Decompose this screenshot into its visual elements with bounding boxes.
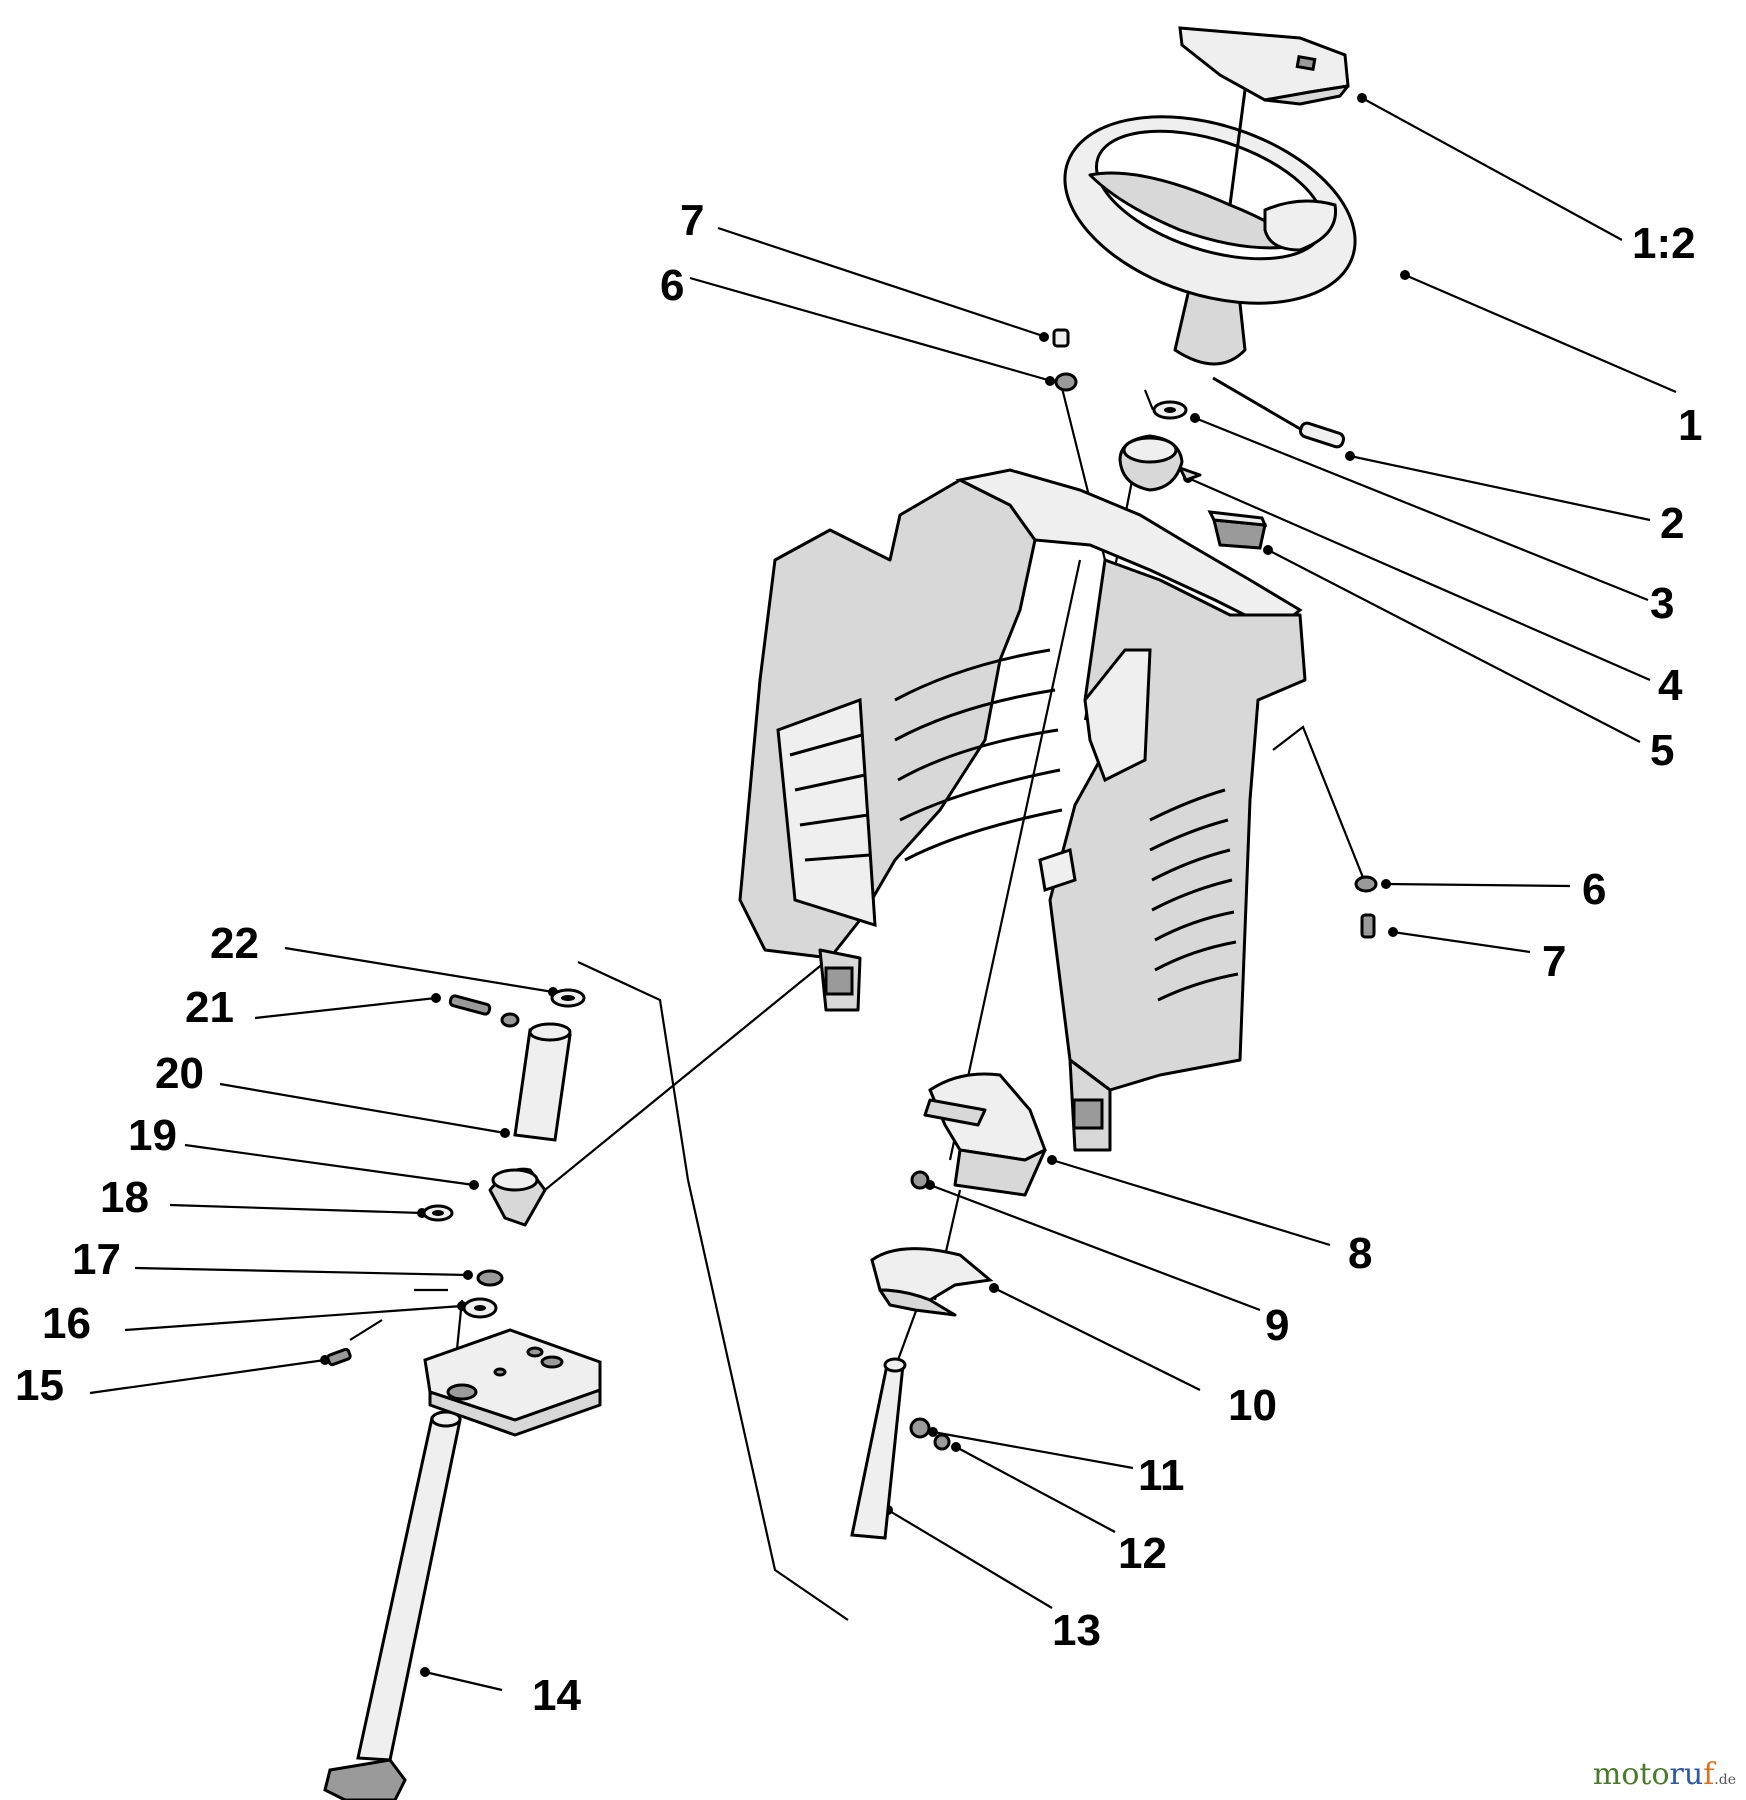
callout-4: 4	[1658, 661, 1683, 710]
steering-wheel-cap	[1178, 26, 1350, 106]
watermark-tld: .de	[1714, 1772, 1736, 1788]
callout-22: 22	[210, 919, 259, 968]
ring	[550, 988, 586, 1008]
callout-14: 14	[532, 1671, 581, 1720]
watermark-part-a: moto	[1592, 1757, 1670, 1792]
callout-6-right: 6	[1582, 865, 1606, 914]
washer	[1152, 400, 1188, 420]
callout-1-2: 1:2	[1632, 219, 1696, 268]
callout-12: 12	[1118, 1529, 1167, 1578]
callout-2: 2	[1660, 499, 1684, 548]
screw-right	[1360, 913, 1376, 939]
callout-1: 1	[1678, 401, 1702, 450]
nut	[910, 1170, 930, 1190]
callout-21: 21	[185, 983, 234, 1032]
lock-washer	[1054, 372, 1078, 392]
callout-15: 15	[15, 1361, 64, 1410]
callout-9: 9	[1265, 1301, 1289, 1350]
callout-8: 8	[1348, 1229, 1372, 1278]
callout-3: 3	[1650, 579, 1674, 628]
steering-tower-shroud	[738, 468, 1307, 1152]
lock-nut	[933, 1433, 951, 1451]
lock-washer-right	[1354, 875, 1378, 893]
cover	[870, 1247, 994, 1317]
callout-6: 6	[660, 261, 684, 310]
washer-left	[422, 1204, 454, 1222]
steering-shaft	[323, 1410, 462, 1800]
mounting-plate	[423, 1328, 602, 1437]
callout-10: 10	[1228, 1381, 1277, 1430]
fastener	[448, 994, 520, 1028]
roll-pin	[1212, 376, 1346, 449]
callout-20: 20	[155, 1049, 204, 1098]
bushing	[462, 1297, 498, 1319]
watermark-part-b: ru	[1669, 1757, 1704, 1792]
callout-17: 17	[72, 1235, 121, 1284]
watermark-logo: motoruf.de	[1593, 1757, 1736, 1792]
callout-11: 11	[1138, 1451, 1185, 1500]
callout-18: 18	[100, 1173, 149, 1222]
callout-labels: 1:2 1 2 3 4 5 6 7 6 7 8 9 10 11 12 13 14…	[15, 196, 1702, 1720]
switch	[1207, 510, 1268, 550]
pivot-tube	[513, 1022, 572, 1142]
shaft	[850, 1357, 907, 1540]
callout-5: 5	[1650, 726, 1674, 775]
watermark-part-c: f	[1703, 1757, 1715, 1792]
flange-bolt	[326, 1347, 352, 1367]
bearing	[488, 1167, 547, 1227]
callout-7: 7	[680, 196, 704, 245]
steering-wheel	[1063, 89, 1357, 366]
callout-13: 13	[1052, 1606, 1101, 1655]
bolt	[909, 1417, 931, 1439]
bushing-housing	[1118, 434, 1202, 492]
spacer	[476, 1269, 504, 1287]
callout-19: 19	[128, 1111, 177, 1160]
callout-16: 16	[42, 1299, 91, 1348]
cover-bracket	[923, 1072, 1047, 1197]
callout-7-right: 7	[1542, 937, 1566, 986]
screw	[1052, 328, 1070, 348]
